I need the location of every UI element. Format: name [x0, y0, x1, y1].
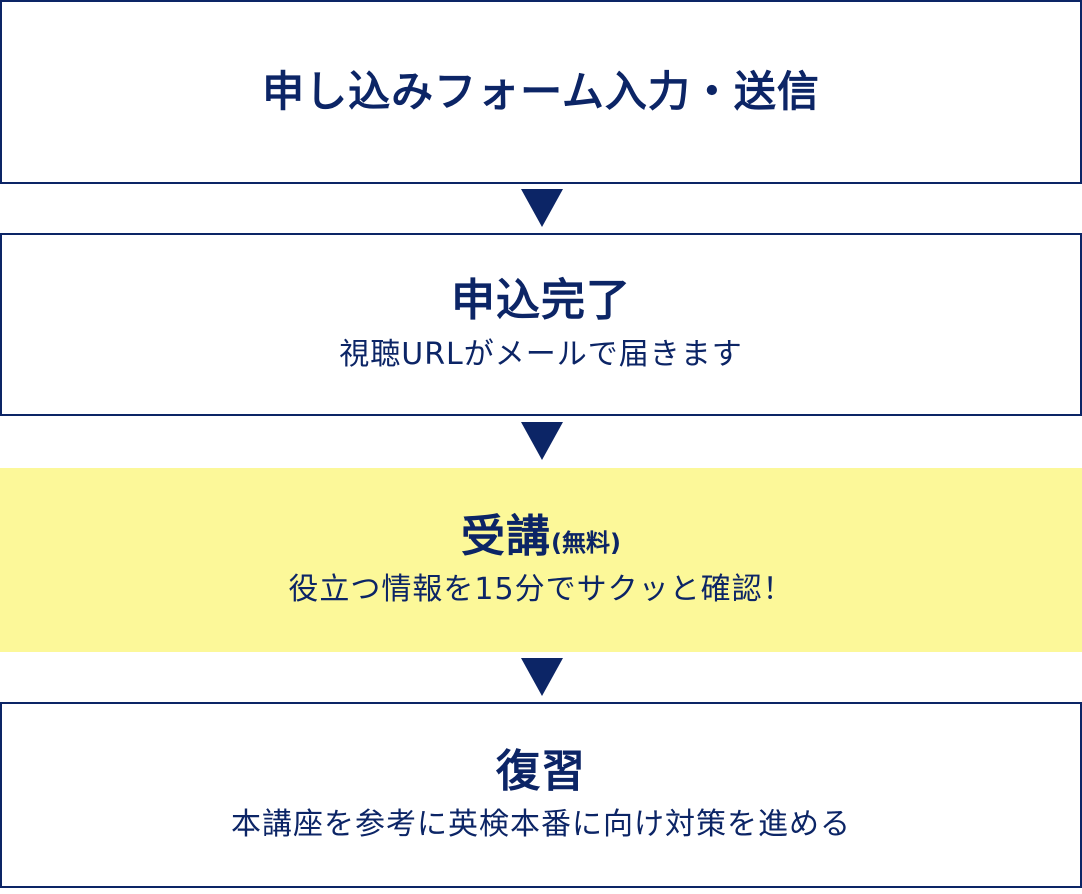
step-title-text: 申し込みフォーム入力・送信: [262, 66, 820, 116]
step-title-text: 申込完了: [451, 275, 631, 327]
step-title: 申込完了: [451, 275, 631, 327]
step-registration-complete: 申込完了 視聴URLがメールで届きます: [0, 233, 1082, 416]
step-form-submit: 申し込みフォーム入力・送信: [0, 0, 1082, 184]
step-subtitle: 視聴URLがメールで届きます: [339, 336, 743, 372]
step-review: 復習 本講座を参考に英検本番に向け対策を進める: [0, 702, 1082, 888]
step-title-text: 復習: [496, 745, 586, 797]
step-title: 復習: [496, 745, 586, 798]
step-attend-lecture: 受講(無料) 役立つ情報を15分でサクッと確認！: [0, 468, 1082, 652]
down-arrow-icon: [521, 189, 563, 227]
down-arrow-icon: [521, 658, 563, 696]
step-title: 申し込みフォーム入力・送信: [262, 66, 820, 116]
step-title: 受講(無料): [461, 510, 621, 563]
down-arrow-icon: [521, 422, 563, 460]
step-subtitle: 本講座を参考に英検本番に向け対策を進める: [231, 807, 851, 843]
step-title-text: 受講: [461, 510, 552, 562]
step-title-suffix: (無料): [551, 528, 621, 557]
step-subtitle: 役立つ情報を15分でサクッと確認！: [288, 572, 794, 608]
